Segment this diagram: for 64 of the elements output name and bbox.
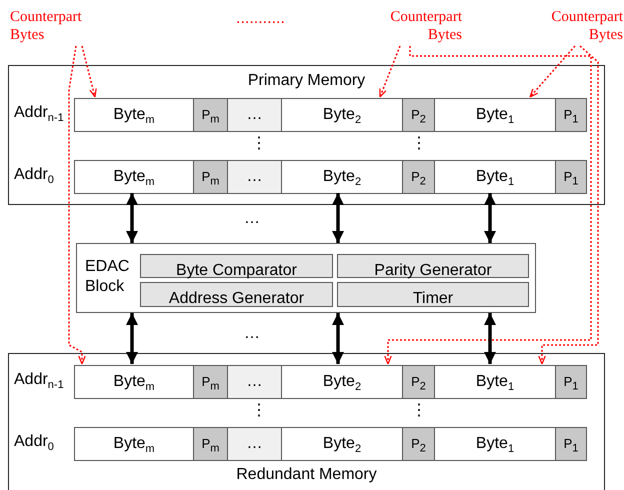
function-block: Parity Generator xyxy=(337,254,529,278)
arrow xyxy=(332,313,344,364)
arrow xyxy=(529,46,576,98)
arrow xyxy=(332,193,344,243)
address-label: Addr$_{n-1}$ xyxy=(14,371,64,394)
arrow xyxy=(68,46,86,365)
address-label: Addr$_{0}$ xyxy=(14,433,54,456)
gap-cell: … xyxy=(227,427,282,461)
parity-cell: P$_{2}$ xyxy=(402,98,435,132)
memory-panel xyxy=(8,65,605,205)
function-block: Address Generator xyxy=(140,282,333,307)
ellipsis-mark: ⋮ xyxy=(411,135,427,153)
edac-panel xyxy=(76,243,536,313)
function-block: Byte Comparator xyxy=(140,254,333,278)
byte-cell: Byte$_{1}$ xyxy=(434,98,556,132)
arrow xyxy=(379,46,401,98)
parity-cell: P$_{2}$ xyxy=(402,160,435,194)
address-label: Addr$_{0}$ xyxy=(14,166,54,188)
byte-cell: Byte$_{2}$ xyxy=(281,427,403,461)
arrow xyxy=(126,193,138,243)
function-block: Timer xyxy=(337,282,529,307)
arrow xyxy=(484,313,496,364)
annotation-text: Counterpart Bytes xyxy=(543,8,623,46)
gap-cell: … xyxy=(227,365,282,399)
arrow xyxy=(126,313,138,364)
arrow xyxy=(81,46,97,98)
byte-cell: Byte$_{m}$ xyxy=(74,160,194,194)
annotation-text: Counterpart Bytes xyxy=(10,8,90,46)
gap-cell: … xyxy=(227,98,282,132)
byte-cell: Byte$_{1}$ xyxy=(434,427,556,461)
ellipsis-mark: ⋮ xyxy=(411,402,427,420)
parity-cell: P$_{1}$ xyxy=(555,365,587,399)
ellipsis-mark: … xyxy=(244,210,260,228)
byte-cell: Byte$_{m}$ xyxy=(74,98,194,132)
byte-cell: Byte$_{m}$ xyxy=(74,427,194,461)
byte-cell: Byte$_{2}$ xyxy=(281,98,403,132)
annotation-text: Counterpart Bytes xyxy=(378,8,462,46)
parity-cell: P$_{1}$ xyxy=(555,160,587,194)
parity-cell: P$_{m}$ xyxy=(193,160,228,194)
byte-cell: Byte$_{m}$ xyxy=(74,365,194,399)
parity-cell: P$_{2}$ xyxy=(402,427,435,461)
byte-cell: Byte$_{2}$ xyxy=(281,160,403,194)
arrow xyxy=(384,46,592,365)
parity-cell: P$_{m}$ xyxy=(193,98,228,132)
ellipsis-mark: … xyxy=(244,325,260,343)
ellipsis-mark: ⋮ xyxy=(251,402,267,420)
memory-panel xyxy=(8,353,605,490)
ellipsis-mark: ⋮ xyxy=(251,135,267,153)
address-label: Addr$_{n-1}$ xyxy=(14,104,64,126)
parity-cell: P$_{m}$ xyxy=(193,427,228,461)
byte-cell: Byte$_{1}$ xyxy=(434,160,556,194)
ellipsis-mark: ........... xyxy=(236,10,285,28)
parity-cell: P$_{1}$ xyxy=(555,427,587,461)
parity-cell: P$_{1}$ xyxy=(555,98,587,132)
byte-cell: Byte$_{1}$ xyxy=(434,365,556,399)
parity-cell: P$_{m}$ xyxy=(193,365,228,399)
gap-cell: … xyxy=(227,160,282,194)
arrow xyxy=(538,45,599,365)
parity-cell: P$_{2}$ xyxy=(402,365,435,399)
byte-cell: Byte$_{2}$ xyxy=(281,365,403,399)
arrow xyxy=(484,193,496,243)
panel-title: EDAC Block xyxy=(85,257,130,297)
panel-title: Primary Memory xyxy=(248,72,366,90)
panel-title: Redundant Memory xyxy=(236,466,377,484)
